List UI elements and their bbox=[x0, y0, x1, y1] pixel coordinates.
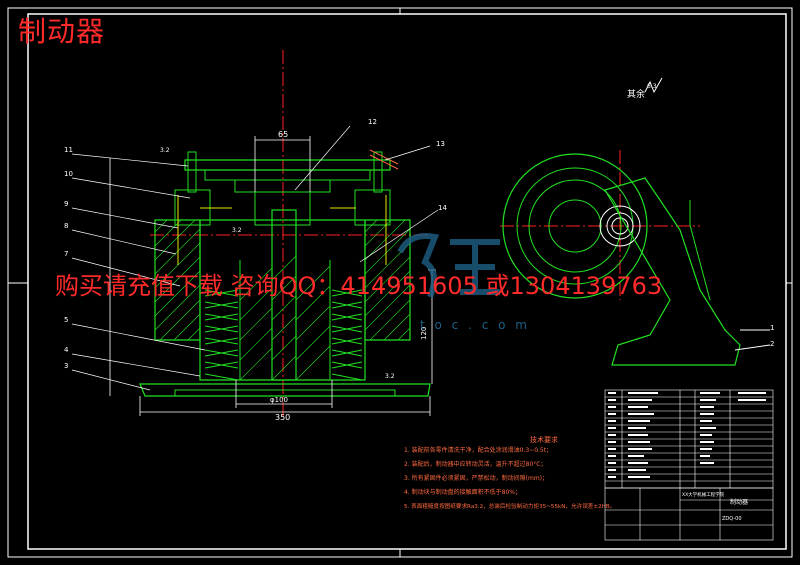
balloon-11: 11 bbox=[64, 146, 73, 154]
dim-100: φ100 bbox=[270, 396, 288, 404]
balloon-8: 8 bbox=[64, 222, 68, 230]
top-cover bbox=[184, 159, 391, 171]
surface-note-value: 6.3 bbox=[647, 83, 657, 90]
side-view: 1 2 bbox=[500, 150, 774, 366]
drum-outer bbox=[502, 153, 648, 299]
watermark-text: t o c . c o m bbox=[420, 318, 530, 332]
titleblock-school: XX大学机械工程学院 bbox=[682, 491, 725, 498]
balloon-13: 13 bbox=[436, 140, 445, 148]
roughness-a: 3.2 bbox=[160, 147, 170, 154]
balloons-top: 12 13 14 bbox=[368, 118, 447, 212]
bracket-arm bbox=[604, 177, 741, 366]
shaft-hub bbox=[599, 205, 641, 247]
balloon-2: 2 bbox=[770, 340, 774, 348]
bolt-right bbox=[373, 151, 383, 193]
balloon-9: 9 bbox=[64, 200, 68, 208]
piston-rod bbox=[271, 209, 297, 381]
dim-65: 65 bbox=[278, 130, 288, 139]
watermark-logo bbox=[397, 233, 500, 299]
note-1: 1. 装配前各零件清洗干净，配合处涂润滑油0.3~0.5t； bbox=[404, 446, 552, 454]
parts-list bbox=[604, 389, 774, 541]
inner-border bbox=[27, 13, 787, 550]
flange-left bbox=[174, 189, 211, 226]
note-2: 2. 装配后，制动器中应转动灵活，温升不超过80°C； bbox=[404, 460, 546, 468]
notes-title: 技术要求 bbox=[530, 435, 558, 444]
spring-left bbox=[204, 289, 239, 381]
balloon-14: 14 bbox=[438, 204, 447, 212]
balloon-5: 5 bbox=[64, 316, 68, 324]
roughness-symbol bbox=[644, 77, 663, 94]
bolt-left bbox=[187, 151, 197, 193]
roughness-b: 3.2 bbox=[385, 373, 395, 380]
parts-list-glyphs bbox=[608, 392, 766, 478]
balloon-4: 4 bbox=[64, 346, 69, 354]
note-4: 4. 制动块与制动盘的接触面积不低于80%； bbox=[404, 488, 521, 496]
titleblock-drawing-no: ZDQ-00 bbox=[722, 516, 742, 522]
roughness-c: 3.2 bbox=[232, 227, 242, 234]
dim-120: 120 bbox=[420, 327, 428, 340]
titleblock-drawing-name: 制动器 bbox=[730, 498, 748, 506]
spring-right bbox=[331, 289, 363, 381]
note-3: 3. 所有紧固件必须紧固，严禁松动，制动间隙(mm)； bbox=[404, 474, 548, 482]
note-5: 5. 表面粗糙度按图纸要求Ra3.2，总装后检验制动力矩35~55kN，允许误差… bbox=[404, 502, 615, 510]
base-plate bbox=[139, 383, 431, 397]
main-section-view: 65 350 φ100 120 3.2 3.2 3.2 bbox=[71, 50, 439, 422]
balloon-1: 1 bbox=[770, 324, 774, 332]
ad-banner-text: 购买请充值下载 咨询QQ：414951605 或1304139763 bbox=[55, 272, 663, 300]
surface-note: 其余 bbox=[627, 88, 645, 100]
balloon-12: 12 bbox=[368, 118, 377, 126]
balloon-7: 7 bbox=[64, 250, 68, 258]
dim-350: 350 bbox=[275, 413, 290, 422]
flange-right bbox=[354, 189, 391, 226]
technical-notes: 技术要求 1. 装配前各零件清洗干净，配合处涂润滑油0.3~0.5t； 2. 装… bbox=[404, 435, 615, 510]
page-title: 制动器 bbox=[18, 15, 106, 48]
balloons-left: 11 10 9 8 7 5 4 3 bbox=[64, 146, 73, 370]
balloon-3: 3 bbox=[64, 362, 68, 370]
balloon-10: 10 bbox=[64, 170, 73, 178]
